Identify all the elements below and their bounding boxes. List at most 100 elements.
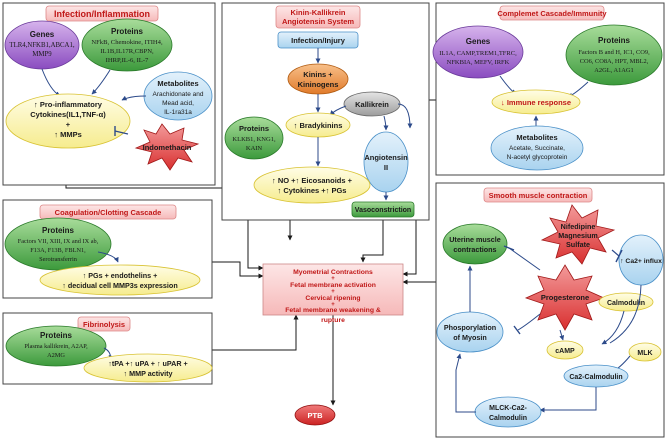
kinins-line-1: Kinins + — [303, 70, 333, 79]
metabolites-line-complement-2: N-acetyl glycoprotein — [507, 154, 568, 161]
proteins-line-coagulation-2: F13A, F13B, FBLN1, — [30, 247, 86, 254]
arrow-vaso-to-center — [360, 217, 384, 263]
metabolites-line-infection-3: IL-1ra31a — [164, 109, 192, 116]
proteins-bubble-fibrinolysis — [5, 325, 107, 367]
kinin-panel: Kinin-Kallikrein Angiotensin System Infe… — [221, 2, 430, 221]
uterine-contractions-bubble — [442, 223, 508, 265]
genes-bubble-complement — [432, 25, 524, 79]
outcome-line-2: + — [331, 276, 335, 282]
vasoconstriction-box — [351, 201, 415, 218]
camp-bubble — [546, 340, 584, 360]
metabolites-line-infection-1: Arachidonate and — [153, 91, 204, 98]
metabolites-title-complement: Metabolites — [516, 133, 557, 142]
proteins-line-infection-2: IL1B,IL17R,CBPN, — [100, 48, 154, 55]
proteins-bubble-complement — [565, 24, 663, 86]
angiotensin-line-2: II — [384, 163, 388, 172]
no-line-1: ↑ NO +↑ Eicosanoids + — [272, 176, 353, 185]
proteins-line-coagulation-3: Serotransferrin — [39, 256, 78, 263]
outcome-line-4: + — [331, 289, 335, 295]
cytokines-line-3: + — [66, 120, 71, 129]
coagulation-title: Coagulation/Clotting Cascade — [55, 208, 162, 217]
proteins-title-infection: Proteins — [111, 27, 144, 36]
metabolites-bubble-complement — [490, 125, 584, 171]
complement-panel: Complemet Cascade/Immunity Genes IL1A, C… — [432, 2, 665, 176]
mlck-line-1: MLCK-Ca2- — [489, 405, 527, 412]
proteins-line-complement-1: Factors B and H, IC1, CO9, — [578, 49, 650, 56]
cytokines-line-1: ↑ Pro-inflammatory — [34, 100, 103, 109]
nifedipine-line-2: Magnesium — [558, 231, 598, 240]
cytokines-line-4: ↑ MMPs — [54, 130, 82, 139]
kallikrein-label: Kallikrein — [355, 100, 389, 109]
tpa-bubble — [83, 353, 213, 383]
genes-line-infection-1: TLR4,NFKB1,ABCA1, — [9, 42, 74, 49]
proteins-line-complement-3: A2GL, A1AG1 — [594, 67, 633, 74]
proteins-bubble-kinin — [224, 116, 284, 160]
phosphorylation-bubble — [436, 311, 504, 353]
outcome-line-7: Fetal membrane weakening & — [285, 307, 381, 314]
kinins-bubble — [287, 63, 349, 95]
outcome-line-5: Cervical ripening — [305, 295, 360, 302]
fibrinolysis-title: Fibrinolysis — [83, 320, 125, 329]
bradykinins-label: ↑ Bradykinins — [294, 121, 343, 130]
arrow-coag-to-center — [212, 261, 264, 279]
tpa-line-2: ↑ MMP activity — [124, 369, 173, 378]
uterine-line-1: Uterine muscle — [449, 235, 501, 244]
arrow-fib-to-center — [212, 314, 299, 351]
proteins-line-complement-2: CO6, CO8A, HPT, MBL2, — [580, 58, 649, 65]
proteins-title-kinin: Proteins — [239, 124, 269, 133]
proteins-line-fibrinolysis-1: Plasma kallikrein, A2AP, — [24, 343, 88, 350]
outcome-line-6: + — [331, 302, 335, 308]
nifedipine-star — [540, 204, 616, 265]
proteins-line-kinin-2: KAIN — [246, 145, 263, 152]
pgs-endothelins-bubble — [39, 264, 201, 296]
indomethacin-star — [134, 123, 200, 171]
no-eicosanoids-bubble — [253, 166, 371, 204]
cytokines-bubble — [5, 93, 131, 149]
immune-response-label: ↓ Immune response — [501, 98, 571, 107]
angiotensin-bubble — [363, 131, 409, 193]
pgs-line-1: ↑ PGs + endothelins + — [83, 271, 158, 280]
smooth-title: Smooth muscle contraction — [489, 191, 588, 200]
mlck-bubble — [474, 396, 542, 428]
outcome-box: Myometrial Contractions + Fetal membrane… — [262, 263, 404, 316]
proteins-title-complement: Proteins — [598, 36, 631, 45]
vasoconstriction-label: Vasoconstriction — [355, 207, 411, 214]
proteins-title-fibrinolysis: Proteins — [40, 331, 73, 340]
metabolites-line-complement-1: Acetate, Succinate, — [509, 145, 565, 152]
kinins-line-2: Kininogens — [298, 80, 339, 89]
calmodulin-label: Calmodulin — [607, 300, 645, 307]
genes-line-complement-2: NFKBIA, MEFV, IRFK — [447, 59, 510, 66]
infection-title: Infection/Inflammation — [54, 9, 150, 19]
coagulation-panel: Coagulation/Clotting Cascade Proteins Fa… — [2, 199, 213, 299]
nifedipine-line-3: Sulfate — [566, 240, 590, 249]
proteins-title-coagulation: Proteins — [42, 226, 75, 235]
genes-line-infection-2: MMP9 — [32, 51, 52, 58]
progesterone-star — [524, 264, 606, 331]
outcome-line-3: Fetal membrane activation — [290, 282, 376, 289]
kinin-title-2: Angiotensin System — [282, 17, 354, 26]
tpa-line-1: ↑tPA +↑ uPA + ↑ uPAR + — [108, 359, 188, 368]
cytokines-line-2: Cytokines(IL1,TNF-α) — [30, 110, 106, 119]
mlk-bubble — [628, 342, 662, 362]
mlk-label: MLK — [637, 350, 652, 357]
ptb-label: PTB — [308, 411, 324, 420]
proteins-line-coagulation-1: Factors VII, XIII, IX and IX ab, — [18, 238, 99, 245]
proteins-line-kinin-1: KLKB1, KNG1, — [232, 136, 276, 143]
complement-title: Complemet Cascade/Immunity — [497, 9, 607, 18]
genes-title-infection: Genes — [30, 30, 55, 39]
uterine-line-2: contractions — [453, 245, 496, 254]
fibrinolysis-panel: Fibrinolysis Proteins Plasma kallikrein,… — [2, 312, 213, 385]
nifedipine-line-1: Nifedipine — [561, 222, 596, 231]
proteins-bubble-infection — [81, 18, 173, 72]
outcome-line-1: Myometrial Contractions — [293, 269, 373, 276]
ca-influx-label: ↑ Ca2+ influx — [620, 258, 662, 265]
progesterone-label: Progesterone — [541, 293, 589, 302]
immune-response-bubble — [491, 89, 581, 115]
mlck-line-2: Calmodulin — [489, 415, 527, 422]
proteins-line-infection-3: IHRP,IL-6, IL-7 — [106, 57, 149, 64]
phospho-line-2: of Myosin — [453, 333, 487, 342]
ca-calmodulin-label: Ca2-Calmodulin — [569, 374, 622, 381]
outcome-line-8: rupture — [321, 317, 345, 324]
infection-injury-label: Infection/Injury — [291, 36, 346, 45]
